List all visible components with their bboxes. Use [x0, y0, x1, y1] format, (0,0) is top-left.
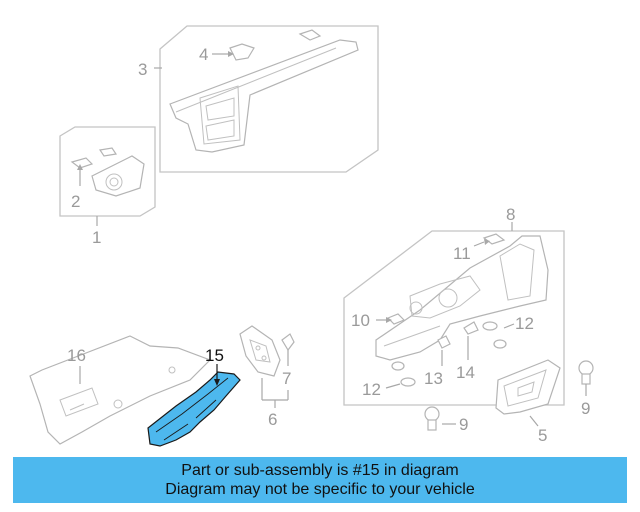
callout-1: 1 [92, 228, 101, 247]
callout-5: 5 [538, 426, 547, 445]
clip-9 [424, 406, 456, 431]
glove-box-door-5 [495, 359, 561, 427]
callout-13: 13 [424, 369, 443, 388]
callout-10: 10 [351, 311, 370, 330]
callout-9-lower: 9 [459, 415, 468, 434]
banner-line-2: Diagram may not be specific to your vehi… [165, 481, 475, 498]
switch-bezel-assembly-1 [59, 126, 156, 226]
bracket-assembly-6 [239, 325, 295, 408]
callout-11: 11 [453, 244, 471, 263]
callout-15: 15 [205, 346, 224, 365]
callout-12-left: 12 [362, 380, 381, 399]
parts-diagram: 1 2 3 4 5 6 7 8 9 10 11 12 12 13 14 15 1… [29, 25, 594, 447]
highlighted-part-15 [147, 364, 241, 447]
callout-6: 6 [268, 410, 277, 429]
callout-3: 3 [138, 60, 147, 79]
trim-panel-assembly-3 [154, 25, 379, 173]
lower-dash-assembly-8 [343, 222, 565, 406]
banner-line-1: Part or sub-assembly is #15 in diagram [181, 462, 459, 479]
callout-12-right: 12 [515, 314, 534, 333]
bolt-9 [578, 360, 594, 396]
callout-4: 4 [199, 45, 208, 64]
info-banner: Part or sub-assembly is #15 in diagram D… [13, 457, 627, 503]
callout-8: 8 [506, 205, 515, 224]
callout-7: 7 [282, 369, 291, 388]
callout-14: 14 [456, 363, 475, 382]
callout-9-upper: 9 [581, 399, 590, 418]
insulator-pad-16 [29, 335, 212, 445]
callout-16: 16 [67, 346, 86, 365]
callout-2: 2 [71, 192, 80, 211]
